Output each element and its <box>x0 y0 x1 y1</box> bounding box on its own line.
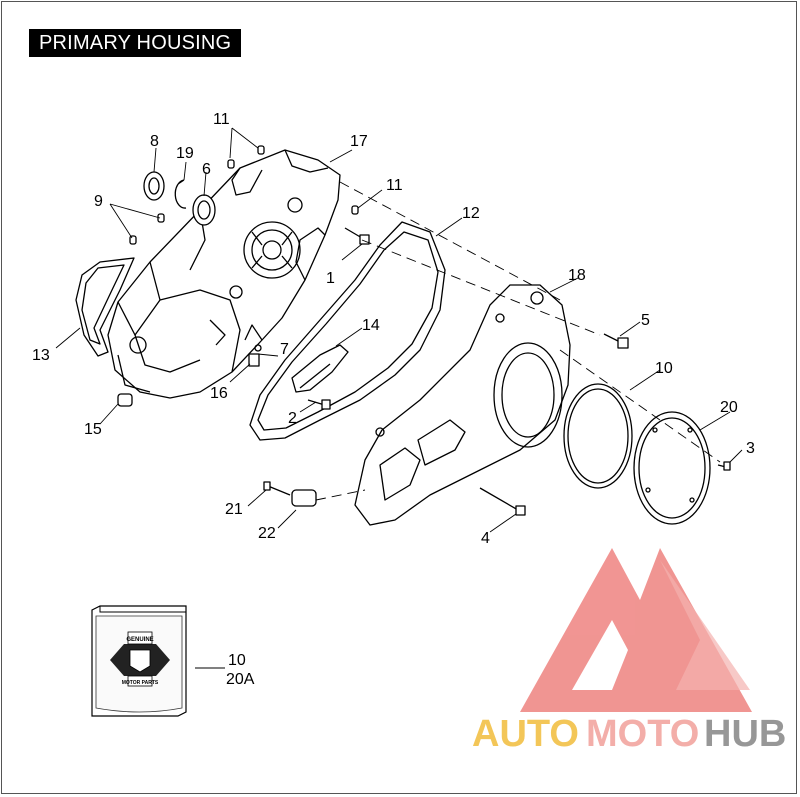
callout-numbers: 1 2 3 4 5 6 7 8 9 10 11 11 12 13 14 15 1… <box>32 111 755 547</box>
callout-14: 14 <box>362 317 380 334</box>
callout-22: 22 <box>258 525 276 542</box>
plug-7 <box>254 344 262 352</box>
callout-1: 1 <box>326 270 335 287</box>
callout-11-right: 11 <box>386 177 403 194</box>
screw-1 <box>344 227 370 245</box>
callout-17: 17 <box>350 133 368 150</box>
callout-11-top: 11 <box>213 111 230 128</box>
callout-3: 3 <box>746 440 755 457</box>
callout-21: 21 <box>225 501 243 518</box>
dowel-pins <box>129 145 359 245</box>
parts-kit-box: GENUINE MOTOR PARTS <box>91 605 187 717</box>
callout-5: 5 <box>641 312 650 329</box>
watermark-moto: MOTO <box>586 713 699 755</box>
callout-20: 20 <box>720 399 738 416</box>
badge-bottom-text: MOTOR PARTS <box>122 680 159 686</box>
spacer-22 <box>291 489 317 507</box>
inner-primary-housing <box>107 149 341 399</box>
callout-19: 19 <box>176 145 194 162</box>
bolt-2 <box>307 399 331 410</box>
callout-12: 12 <box>462 205 480 222</box>
callout-8: 8 <box>150 133 159 150</box>
callout-9: 9 <box>94 193 103 210</box>
seal-6 <box>192 194 216 226</box>
diagram-title: PRIMARY HOUSING <box>29 29 242 57</box>
callout-7: 7 <box>280 341 289 358</box>
badge-top-text: GENUINE <box>126 637 153 643</box>
retaining-ring-19 <box>174 179 187 209</box>
callout-15: 15 <box>84 421 102 438</box>
bearing-8 <box>143 171 165 201</box>
callout-18: 18 <box>568 267 586 284</box>
kit-callout-20A: 20A <box>226 671 255 688</box>
alignment-lines <box>315 181 721 501</box>
screw-16 <box>248 353 260 367</box>
bolt-5 <box>603 333 629 349</box>
gasket-13 <box>75 257 135 357</box>
watermark-hub: HUB <box>704 713 786 755</box>
callout-2: 2 <box>288 410 297 427</box>
bolt-21 <box>263 481 291 496</box>
leader-lines <box>55 127 743 669</box>
automotohub-watermark: AUTO MOTO HUB <box>472 548 786 755</box>
callout-6: 6 <box>202 161 211 178</box>
genuine-parts-logo: GENUINE MOTOR PARTS <box>110 631 170 687</box>
callout-13: 13 <box>32 347 50 364</box>
watermark-auto: AUTO <box>472 713 579 755</box>
bolt-4 <box>479 487 526 516</box>
primary-cover <box>354 284 571 526</box>
callout-16: 16 <box>210 385 228 402</box>
primary-cover-gasket-12 <box>249 221 446 441</box>
o-ring-10 <box>563 383 633 489</box>
callout-4: 4 <box>481 530 490 547</box>
chain-tensioner-14 <box>291 344 349 393</box>
dowel-15 <box>117 393 133 407</box>
derby-cover-20 <box>633 411 711 525</box>
kit-callout-10: 10 <box>228 652 246 669</box>
callout-10: 10 <box>655 360 673 377</box>
screw-3 <box>717 461 731 471</box>
